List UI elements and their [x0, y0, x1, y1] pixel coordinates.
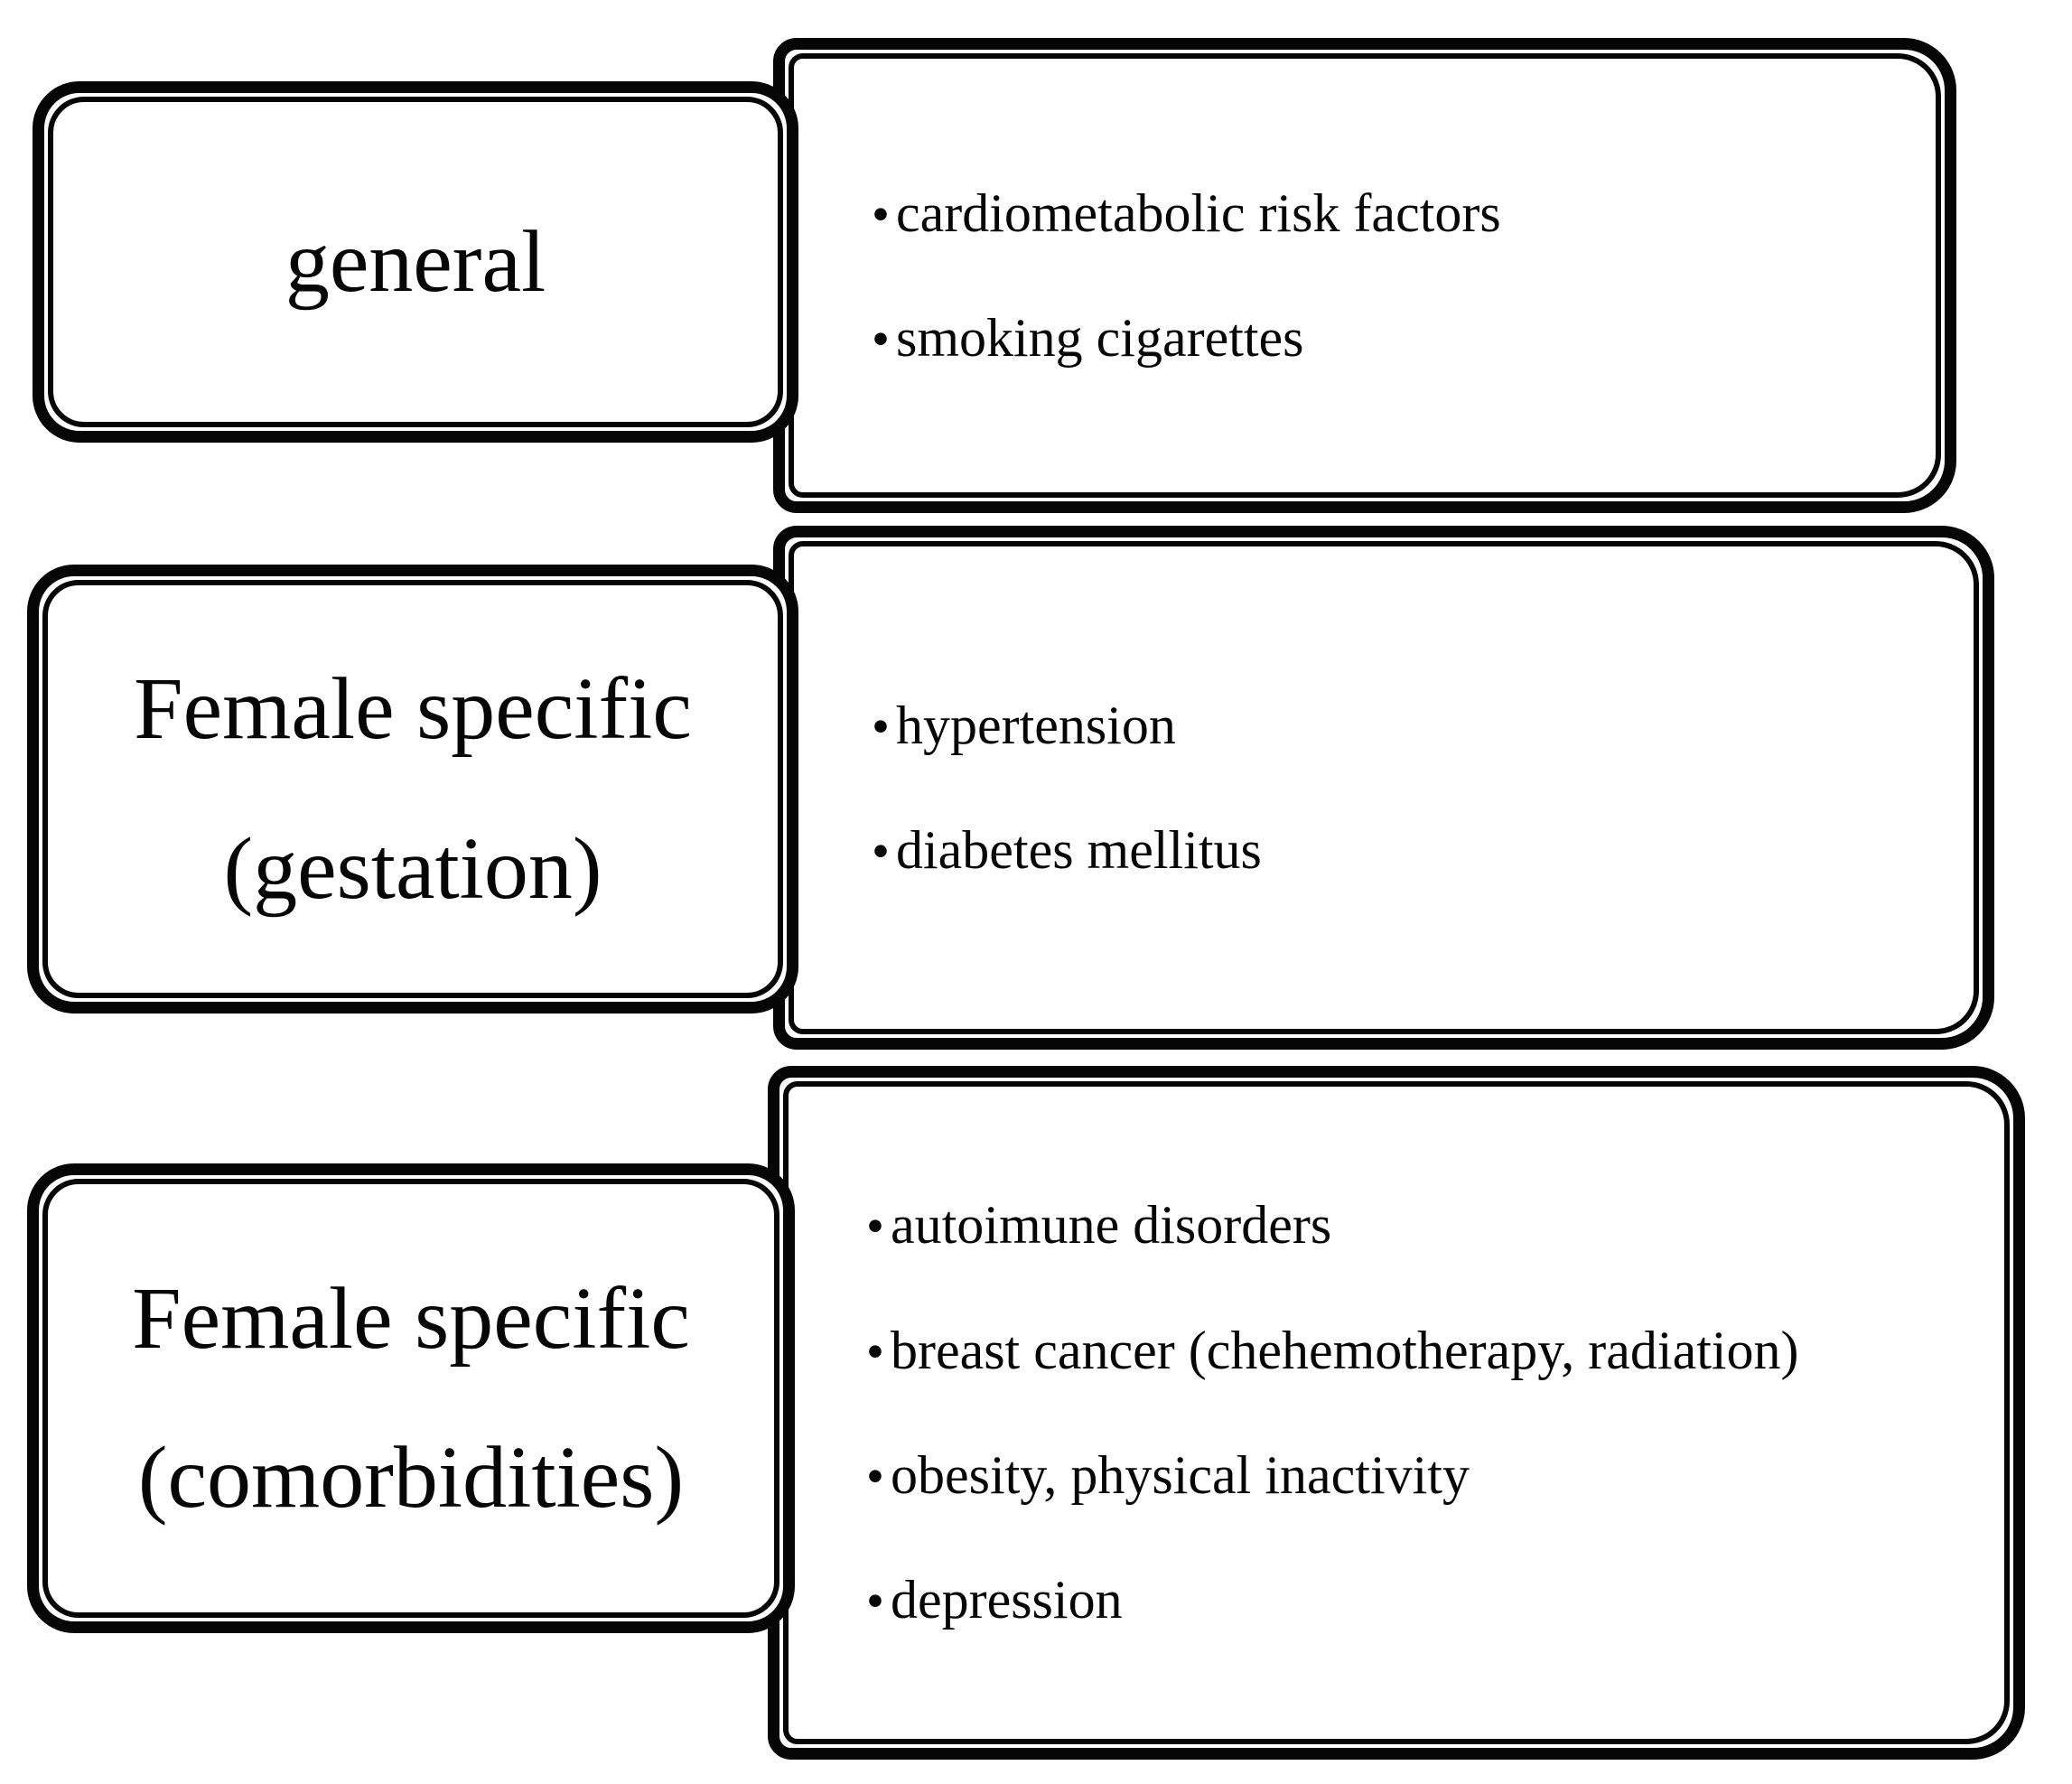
category-label-line: Female specific: [132, 1269, 690, 1368]
list-item-text: hypertension: [895, 695, 1176, 755]
bullet-icon: •: [866, 1573, 884, 1630]
bullet-icon: •: [866, 1322, 884, 1380]
list-item: • cardiometabolic risk factors: [872, 181, 1918, 246]
list-item: • diabetes mellitus: [872, 817, 1955, 883]
category-label-line: (gestation): [223, 819, 602, 918]
list-item: • smoking cigarettes: [872, 305, 1918, 370]
detail-box-comorbidities: • autoimune disorders • breast cancer (c…: [768, 1066, 2025, 1760]
category-label: general: [285, 212, 546, 311]
list-item: • hypertension: [872, 693, 1955, 758]
list-item-text: cardiometabolic risk factors: [895, 182, 1501, 243]
list-item: • autoimune disorders: [866, 1192, 1986, 1257]
category-label-line: Female specific: [134, 660, 692, 759]
list-item: • depression: [866, 1567, 1986, 1632]
bullet-icon: •: [866, 1198, 884, 1256]
list-item-text: smoking cigarettes: [895, 308, 1304, 368]
category-box-female-specific-gestation: Female specific (gestation): [27, 565, 798, 1013]
inner-outline: [789, 53, 1941, 498]
list-item-text: depression: [890, 1570, 1123, 1630]
bullet-icon: •: [866, 1448, 884, 1505]
bullet-icon: •: [872, 311, 890, 368]
list-item-text: autoimune disorders: [890, 1195, 1332, 1256]
list-item: • breast cancer (chehemotherapy, radiati…: [866, 1318, 1986, 1383]
list-item-text: breast cancer (chehemotherapy, radiation…: [890, 1320, 1799, 1380]
bullet-icon: •: [872, 185, 890, 243]
inner-outline: [783, 1081, 2010, 1744]
list-item: • obesity, physical inactivity: [866, 1443, 1986, 1508]
list-item-text: diabetes mellitus: [895, 820, 1262, 880]
category-label-line: (comorbidities): [137, 1429, 685, 1527]
detail-box-gestation: • hypertension • diabetes mellitus: [773, 526, 1994, 1050]
bullet-icon: •: [872, 823, 890, 880]
inner-outline: [789, 541, 1979, 1034]
bullet-icon: •: [872, 697, 890, 755]
list-item-text: obesity, physical inactivity: [890, 1445, 1470, 1505]
category-box-general: general: [33, 81, 798, 443]
category-box-female-specific-comorbidities: Female specific (comorbidities): [27, 1163, 795, 1633]
detail-box-general: • cardiometabolic risk factors • smoking…: [773, 38, 1956, 513]
